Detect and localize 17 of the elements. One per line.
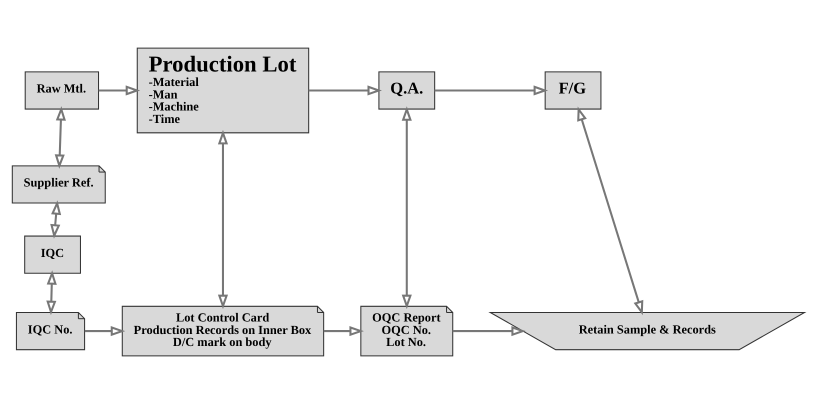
arrow [84,326,126,336]
arrow [50,200,62,238]
arrow [54,106,66,168]
arrow [452,326,526,336]
node-box: Production Lot -Material -Man -Machine -Time [136,47,310,133]
arrow [434,84,548,96]
node-box: Raw Mtl. [24,70,100,110]
node-box: Q.A. [378,70,436,110]
arrow [577,106,644,315]
node-box: F/G [544,70,602,110]
arrow [402,106,412,309]
arrow [308,84,382,96]
node-box: IQC [24,235,81,274]
arrow [46,270,57,315]
arrow [324,326,364,336]
arrow [98,84,140,96]
arrow [218,129,228,309]
